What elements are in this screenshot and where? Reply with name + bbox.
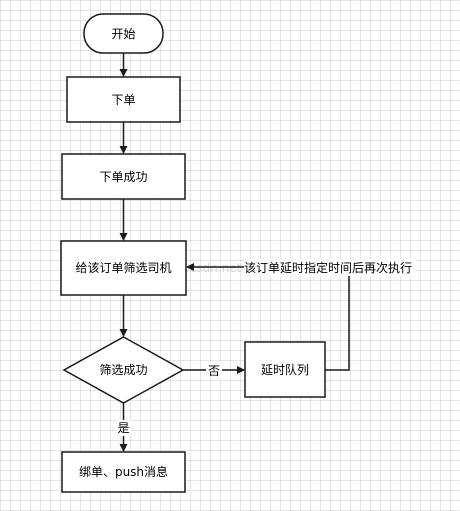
delay-queue-node: 延时队列	[244, 341, 326, 398]
start-node: 开始	[83, 13, 164, 54]
order-success-node: 下单成功	[61, 153, 186, 200]
bind-push-node: 绑单、push消息	[61, 451, 186, 493]
filter-driver-label: 给该订单筛选司机	[75, 260, 171, 275]
start-label: 开始	[111, 27, 135, 41]
edge-label-no: 否	[208, 364, 220, 378]
delay-queue-label: 延时队列	[261, 362, 309, 377]
filter-success-decision: 筛选成功	[62, 336, 185, 404]
order-success-label: 下单成功	[99, 170, 147, 184]
bind-push-label: 绑单、push消息	[79, 464, 168, 479]
edge-label-yes: 是	[117, 421, 129, 435]
order-node: 下单	[66, 76, 181, 123]
edge-label-retry: 该订单延时指定时间后再次执行	[244, 260, 412, 275]
filter-driver-node: 给该订单筛选司机	[60, 240, 187, 296]
filter-success-label: 筛选成功	[99, 362, 147, 377]
order-label: 下单	[111, 93, 135, 107]
